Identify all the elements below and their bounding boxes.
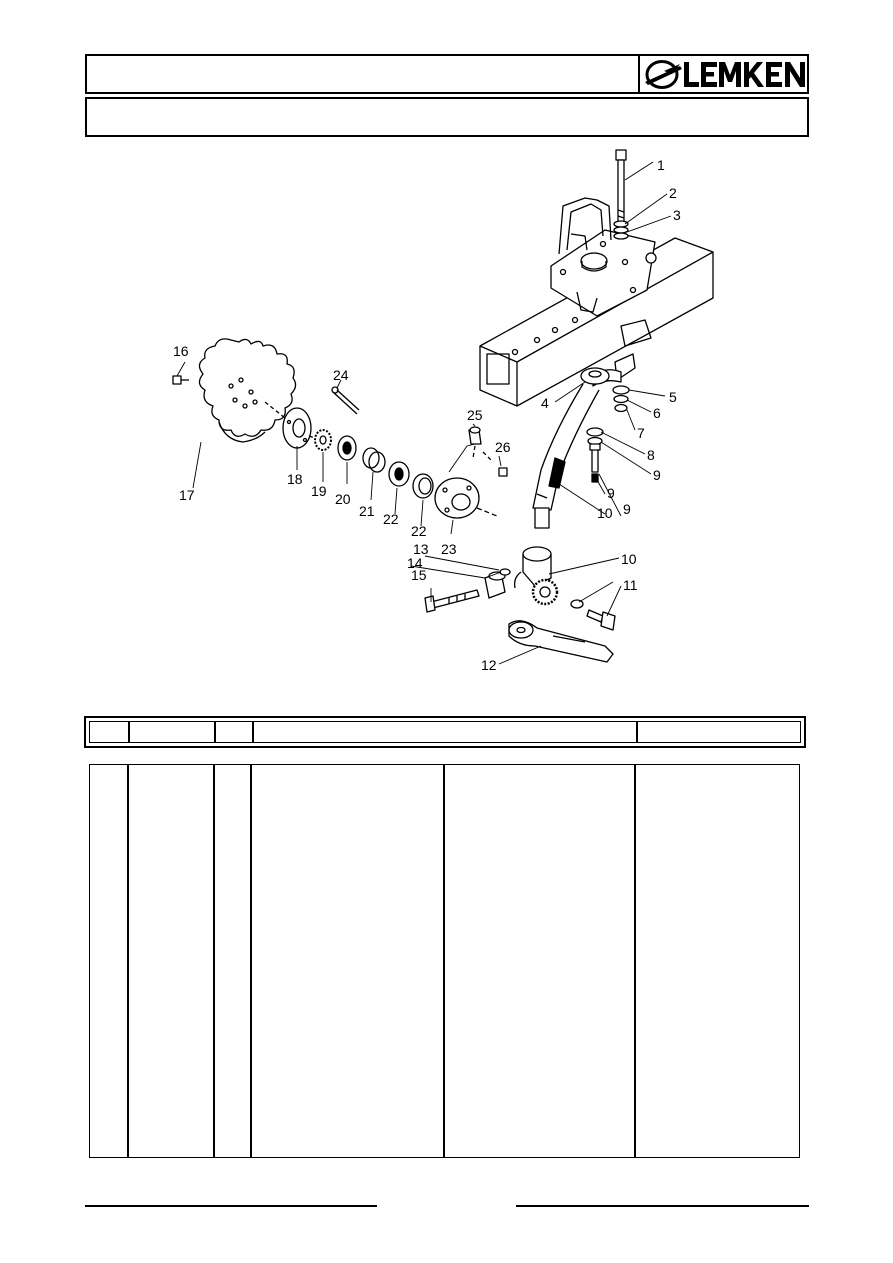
- callout-16: 26: [495, 439, 511, 455]
- callout-20: 21: [359, 503, 375, 519]
- mounting-bracket: [550, 197, 657, 347]
- footer-line-left: [85, 1205, 377, 1207]
- col-divider: [128, 722, 130, 742]
- callout-1: 15: [411, 567, 427, 583]
- header-divider: [638, 56, 640, 92]
- callout-6: 13: [413, 541, 429, 557]
- grease-nipple-23: [468, 426, 482, 445]
- callout-7: 7: [637, 425, 645, 441]
- housing-12: [513, 546, 559, 606]
- parts-table-body: [89, 764, 800, 1158]
- screw-15: [172, 375, 189, 385]
- disc-17: [198, 338, 297, 443]
- nut-16: [498, 467, 508, 477]
- parts-table-header-inner: [89, 721, 801, 743]
- lemken-logo: [645, 60, 805, 89]
- callout-13: 14: [407, 555, 423, 571]
- washer-stack: [586, 385, 630, 483]
- callout-9a: 3: [673, 207, 681, 223]
- callout-12: 10: [621, 551, 637, 567]
- lever-18: [508, 620, 614, 663]
- footer-line-right: [516, 1205, 809, 1207]
- callout-5: 4: [541, 395, 549, 411]
- callout-10a: 6: [653, 405, 661, 421]
- callout-23: 25: [467, 407, 483, 423]
- bearing-22: [337, 435, 357, 461]
- callout-labels: 1 2 3 4 5 6 7 8 9 9 9 10 10 11 12 13 14 …: [173, 157, 681, 673]
- lemken-swoosh-icon: [645, 60, 682, 89]
- bolt-3: [570, 599, 616, 631]
- col-divider: [213, 765, 215, 1157]
- hub-26: [434, 477, 498, 519]
- callout-26: 23: [441, 541, 457, 557]
- clamp-13: [424, 568, 511, 613]
- callout-22b: 22: [383, 511, 399, 527]
- parts-table-header: [84, 716, 806, 748]
- callout-19: 19: [311, 483, 327, 499]
- circlip-20: [362, 447, 386, 473]
- col-divider: [634, 765, 636, 1157]
- header-title-box: [85, 54, 809, 94]
- bearing-22b: [388, 461, 410, 487]
- col-divider: [250, 765, 252, 1157]
- callout-25: 22: [411, 523, 427, 539]
- callout-2: 9: [607, 485, 615, 501]
- callout-10b: 9: [653, 467, 661, 483]
- callout-21: 24: [333, 367, 349, 383]
- callout-4: 1: [657, 157, 665, 173]
- callout-9c: 8: [647, 447, 655, 463]
- header-subtitle-box: [85, 97, 809, 137]
- callout-22a: 20: [335, 491, 351, 507]
- callout-17: 17: [179, 487, 195, 503]
- leader-lines: [176, 161, 672, 665]
- callout-9b: 5: [669, 389, 677, 405]
- col-divider: [127, 765, 129, 1157]
- callout-18: 12: [481, 657, 497, 673]
- exploded-parts-diagram: 1 2 3 4 5 6 7 8 9 9 9 10 10 11 12 13 14 …: [172, 149, 714, 673]
- seal-25: [412, 473, 434, 499]
- bolt-4: [613, 149, 629, 240]
- callout-8: 2: [669, 185, 677, 201]
- bearing-19: [314, 429, 332, 451]
- cotter-pin-21: [331, 386, 360, 415]
- tine-arm-14: [532, 353, 636, 529]
- col-divider: [214, 722, 216, 742]
- callout-24: 18: [287, 471, 303, 487]
- lemken-wordmark: [684, 62, 805, 87]
- col-divider: [636, 722, 638, 742]
- col-divider: [252, 722, 254, 742]
- callout-15: 16: [173, 343, 189, 359]
- callout-14: 10: [597, 505, 613, 521]
- flange-24: [282, 407, 312, 449]
- col-divider: [443, 765, 445, 1157]
- callout-3: 11: [623, 577, 638, 593]
- callout-11: 9: [623, 501, 631, 517]
